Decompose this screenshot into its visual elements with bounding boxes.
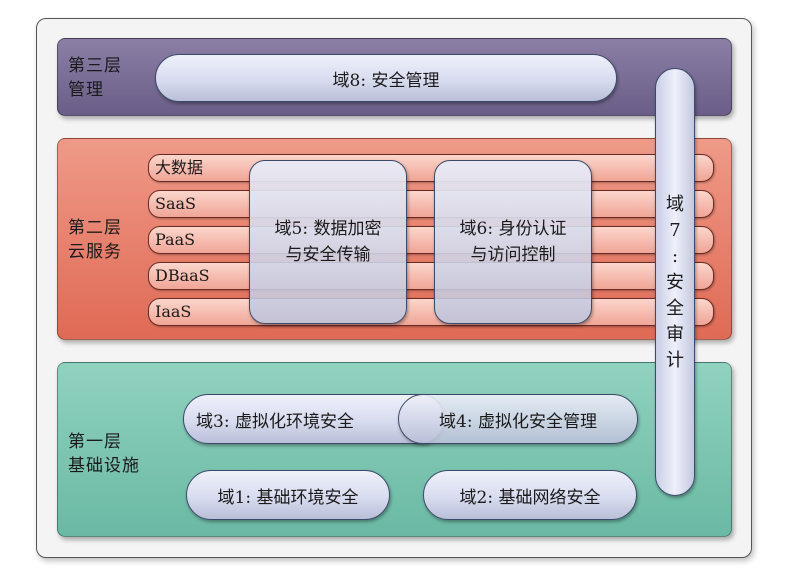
service-label: SaaS — [155, 194, 196, 213]
domain7-char: : — [671, 246, 679, 267]
service-bar-iaas: IaaS — [148, 298, 714, 326]
domain1-basic-env-security: 域1: 基础环境安全 — [186, 470, 390, 520]
service-bar-dbaas: DBaaS — [148, 262, 714, 290]
layer1-label: 第一层 基础设施 — [68, 432, 140, 476]
domain7-security-audit — [655, 68, 695, 496]
service-bar-saas: SaaS — [148, 190, 714, 218]
service-label: DBaaS — [155, 266, 210, 285]
domain5-encryption-transport: 域5: 数据加密 与安全传输 — [249, 160, 407, 324]
service-bar-bigdata: 大数据 — [148, 154, 714, 182]
service-label: 大数据 — [155, 158, 204, 177]
domain4-virtualization-security-mgmt: 域4: 虚拟化安全管理 — [398, 394, 638, 444]
domain7-char: 域 — [666, 194, 684, 215]
service-label: IaaS — [155, 302, 192, 321]
domain6-auth-access-control: 域6: 身份认证 与访问控制 — [434, 160, 592, 324]
domain8-security-management: 域8: 安全管理 — [155, 54, 617, 102]
layer2-label: 第二层 云服务 — [68, 218, 122, 262]
domain7-label: 域 7 : 安 全 审 计 — [655, 192, 695, 374]
domain7-char: 安 — [666, 272, 684, 293]
domain7-char: 计 — [666, 350, 684, 371]
service-bar-paas: PaaS — [148, 226, 714, 254]
domain7-char: 审 — [666, 324, 684, 345]
layer3-label: 第三层 管理 — [68, 56, 122, 100]
domain7-char: 全 — [666, 298, 684, 319]
domain3-virtualization-env-security: 域3: 虚拟化环境安全 — [183, 394, 445, 444]
service-label: PaaS — [155, 230, 196, 249]
domain7-char: 7 — [669, 220, 681, 241]
domain2-basic-network-security: 域2: 基础网络安全 — [423, 470, 637, 520]
